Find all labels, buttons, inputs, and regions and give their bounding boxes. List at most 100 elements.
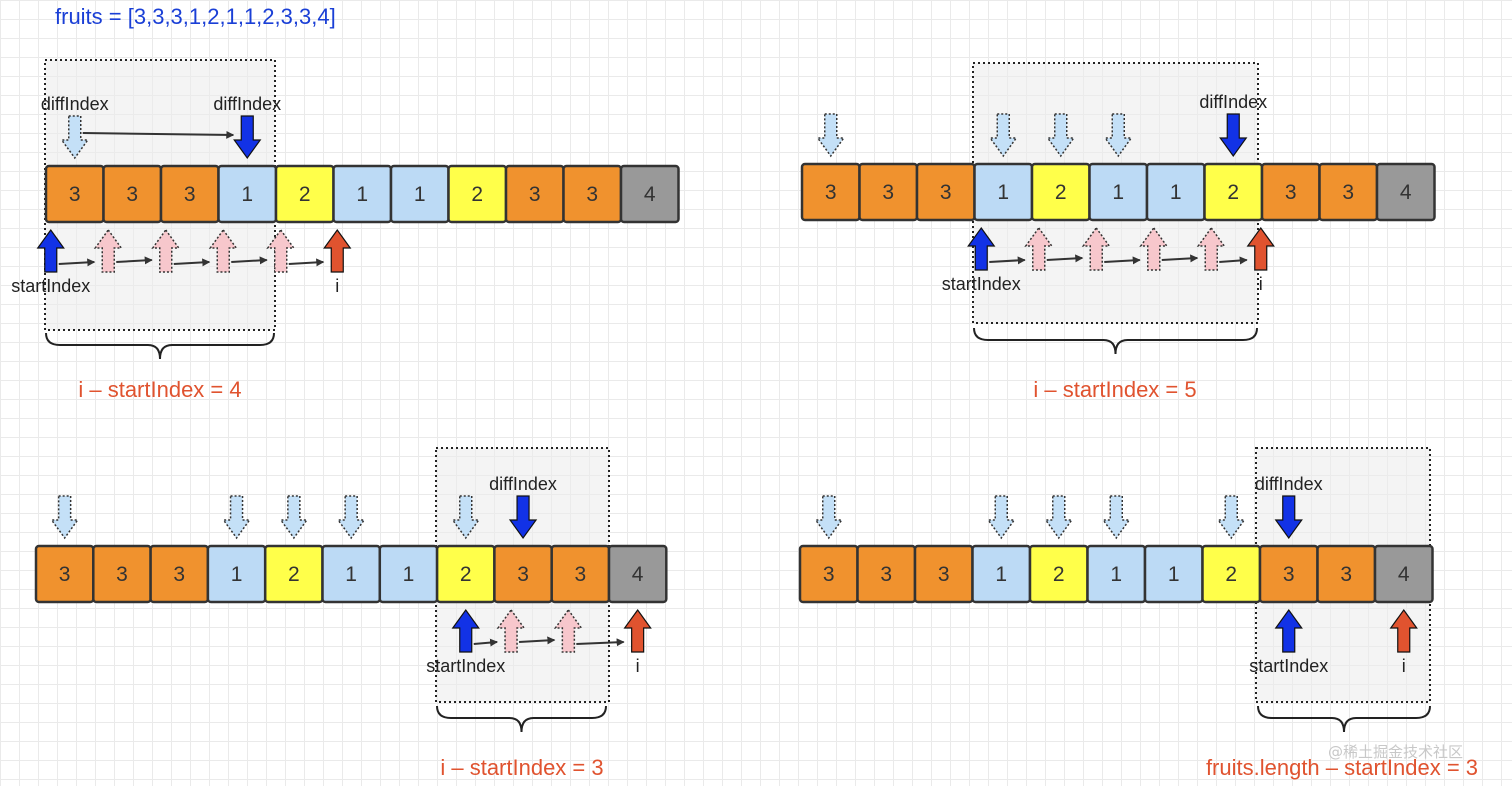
diff-index-label: diffIndex — [489, 474, 557, 494]
ghost-down-arrow — [986, 495, 1016, 540]
diff-index-label: diffIndex — [213, 94, 281, 114]
window-brace — [436, 705, 607, 733]
ghost-down-arrow — [60, 115, 90, 160]
start-index-arrow — [451, 608, 480, 653]
array-cell — [619, 164, 680, 224]
i-label: i — [1259, 274, 1263, 294]
diff-index-label: diffIndex — [1199, 92, 1267, 112]
cell-value: 1 — [997, 181, 1009, 204]
start-index-label: startIndex — [1249, 656, 1328, 676]
ghost-down-arrow — [336, 495, 366, 540]
start-index-label: startIndex — [11, 276, 90, 296]
ghost-up-arrow — [496, 608, 526, 653]
i-label: i — [1402, 656, 1406, 676]
ghost-up-arrow — [1139, 226, 1169, 271]
formula-text: i – startIndex = 3 — [440, 755, 603, 780]
formula-text: fruits.length – startIndex = 3 — [1206, 755, 1478, 780]
array-cell — [607, 544, 668, 604]
step-arrow — [58, 258, 96, 267]
cell-value: 1 — [1112, 181, 1124, 204]
cell-value: 3 — [880, 563, 892, 586]
ghost-down-arrow — [222, 495, 252, 540]
diff-index-arrow — [1219, 113, 1248, 158]
cell-value: 2 — [1053, 563, 1065, 586]
cell-value: 3 — [173, 563, 185, 586]
window-brace — [45, 332, 275, 360]
array-cell — [1373, 544, 1434, 604]
cell-value: 2 — [1227, 181, 1239, 204]
array-cell — [1375, 162, 1436, 222]
cell-value: 1 — [1170, 181, 1182, 204]
ghost-down-arrow — [50, 495, 80, 540]
cell-value: 3 — [184, 183, 196, 206]
diff-index-arrow — [1274, 495, 1303, 540]
cell-value: 2 — [1055, 181, 1067, 204]
ghost-down-arrow — [1046, 113, 1076, 158]
cell-value: 3 — [586, 183, 598, 206]
cell-value: 3 — [823, 563, 835, 586]
ghost-down-arrow — [1103, 113, 1133, 158]
cell-value: 3 — [1285, 181, 1297, 204]
start-index-arrow — [967, 226, 996, 271]
window-brace — [973, 327, 1258, 355]
cell-value: 3 — [938, 563, 950, 586]
formula-text: i – startIndex = 5 — [1033, 377, 1196, 402]
i-label: i — [636, 656, 640, 676]
start-index-arrow — [1274, 608, 1303, 653]
cell-value: 1 — [241, 183, 253, 206]
step-arrow — [518, 636, 556, 645]
diff-index-label: diffIndex — [1255, 474, 1323, 494]
formula-text: i – startIndex = 4 — [78, 377, 241, 402]
cell-value: 1 — [995, 563, 1007, 586]
start-index-arrow — [36, 228, 65, 273]
array-title: fruits = [3,3,3,1,2,1,1,2,3,3,4] — [55, 4, 336, 29]
cell-value: 1 — [356, 183, 368, 206]
cell-value: 1 — [414, 183, 426, 206]
i-arrow — [1246, 226, 1275, 271]
step-arrow — [1161, 254, 1199, 263]
i-label: i — [335, 276, 339, 296]
ghost-up-arrow — [208, 228, 238, 273]
step-arrow — [1219, 256, 1248, 265]
ghost-up-arrow — [151, 228, 181, 273]
cell-value: 2 — [1225, 563, 1237, 586]
step-arrow — [1046, 254, 1084, 263]
step-arrow — [173, 258, 211, 267]
step-arrow — [473, 638, 499, 647]
cell-value: 4 — [1398, 563, 1410, 586]
ghost-down-arrow — [1044, 495, 1074, 540]
ghost-down-arrow — [1101, 495, 1131, 540]
diff-index-arrow — [233, 115, 262, 160]
ghost-down-arrow — [1216, 495, 1246, 540]
cell-value: 1 — [345, 563, 357, 586]
cell-value: 3 — [517, 563, 529, 586]
cell-value: 3 — [529, 183, 541, 206]
i-arrow — [323, 228, 352, 273]
ghost-up-arrow — [1196, 226, 1226, 271]
i-arrow — [623, 608, 652, 653]
cell-value: 4 — [632, 563, 644, 586]
cell-value: 2 — [460, 563, 472, 586]
diff-index-arrow — [508, 495, 538, 540]
cell-value: 3 — [126, 183, 138, 206]
move-arrow — [82, 130, 235, 139]
cell-value: 3 — [1340, 563, 1352, 586]
step-arrow — [1104, 256, 1141, 265]
cell-value: 1 — [403, 563, 415, 586]
cell-value: 4 — [644, 183, 656, 206]
cell-value: 3 — [59, 563, 71, 586]
step-arrow — [231, 256, 268, 265]
cell-value: 1 — [1168, 563, 1180, 586]
ghost-down-arrow — [451, 495, 481, 540]
cell-value: 2 — [288, 563, 300, 586]
watermark: @稀土掘金技术社区 — [1328, 743, 1463, 761]
ghost-up-arrow — [266, 228, 296, 273]
start-index-label: startIndex — [426, 656, 505, 676]
ghost-up-arrow — [553, 608, 583, 653]
ghost-up-arrow — [93, 228, 123, 273]
step-arrow — [576, 638, 625, 647]
cell-value: 3 — [116, 563, 128, 586]
